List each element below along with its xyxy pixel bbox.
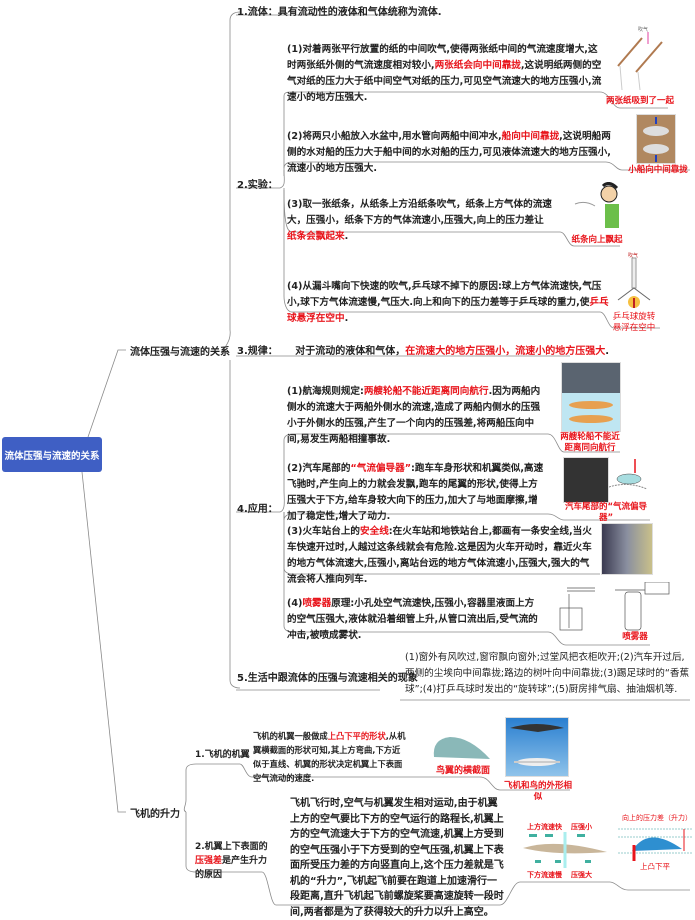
experiment-2[interactable]: (2)将两只小船放入水盆中,用水管向两船中间冲水,船向中间靠拢,这说明船两侧的水… bbox=[287, 129, 617, 177]
label: 下方流速慢 bbox=[527, 871, 562, 879]
text: . bbox=[344, 231, 349, 242]
highlight: 两艘轮船不能近距离同向航行 bbox=[363, 386, 489, 397]
text: (2)将两只小船放入水盆中,用水管向两船中间冲水, bbox=[287, 131, 502, 142]
experiment-4[interactable]: (4)从漏斗嘴向下快速的吹气,乒乓球不掉下的原因:球上方气体流速快,气压小,球下… bbox=[287, 279, 609, 327]
highlight: 安全线 bbox=[360, 526, 389, 537]
lift-explanation-text: 飞机飞行时,空气与机翼发生相对运动,由于机翼上方的空气要比下方的空气运行的路程长… bbox=[290, 798, 504, 918]
label: 3.规律： bbox=[237, 346, 278, 357]
caption: 两艘轮船不能近距离同向航行 bbox=[560, 432, 620, 453]
label: 压强大 bbox=[571, 871, 592, 879]
node-applications[interactable]: 4.应用： bbox=[237, 504, 278, 515]
ships-image bbox=[561, 362, 621, 432]
text: . bbox=[605, 346, 610, 357]
text: . bbox=[344, 313, 349, 324]
text: :跑车车身形状和机翼类似,高速飞驰时,产生向上的力就会发飘,跑车的尾翼的形状,使… bbox=[287, 463, 544, 522]
branch-fluid-pressure[interactable]: 流体压强与流速的关系 bbox=[130, 347, 230, 358]
highlight: 压强差 bbox=[195, 856, 223, 866]
experiment-1[interactable]: (1)对着两张平行放置的纸的中间吹气,使得两张纸中间的气流速度增大,这时两张纸外… bbox=[287, 42, 605, 106]
boy-blowing-image bbox=[573, 182, 623, 230]
text: (1)对着两张平行放置的纸的中间吹气,使得两张纸中间的气流速度增大,这时两张纸外… bbox=[287, 44, 598, 71]
root-node[interactable]: 流体压强与流速的关系 bbox=[2, 437, 102, 472]
caption: 小船向中间靠拢 bbox=[628, 165, 688, 175]
label: 2.机翼上下表面的 bbox=[195, 842, 268, 852]
lift-diagram: 向上的压力差（升力） 上凸下平 bbox=[618, 813, 692, 873]
label: 上凸下平 bbox=[640, 862, 670, 871]
label: 压强小 bbox=[571, 823, 592, 831]
label: 向上的压力差（升力） bbox=[622, 814, 692, 822]
highlight: 在流速大的地方压强小，流速小的地方压强大 bbox=[405, 346, 606, 357]
text: 飞机的机翼一般做成 bbox=[253, 731, 328, 741]
application-2[interactable]: (2)汽车尾部的“气流偏导器”:跑车车身形状和机翼类似,高速飞驰时,产生向上的力… bbox=[287, 461, 545, 525]
sprayer-diagram bbox=[555, 582, 685, 632]
application-4[interactable]: (4)喷雾器原理:小孔处空气流速快,压强小,容器里液面上方的空气压强大,液体就沿… bbox=[287, 596, 542, 644]
train-platform-image bbox=[601, 523, 653, 575]
caption: 鸟翼的横截面 bbox=[435, 766, 490, 776]
highlight: 两张纸会向中间靠拢 bbox=[434, 60, 521, 71]
text: (1)航海规则规定: bbox=[287, 386, 364, 397]
branch-airplane-lift[interactable]: 飞机的升力 bbox=[130, 809, 180, 820]
node-wing[interactable]: 1.飞机的机翼 bbox=[195, 750, 250, 760]
node-experiments[interactable]: 2.实验： bbox=[237, 180, 278, 191]
text: (4)从漏斗嘴向下快速的吹气,乒乓球不掉下的原因:球上方气体流速快,气压小,球下… bbox=[287, 281, 602, 308]
label: 是产生升力的原因 bbox=[195, 856, 268, 880]
text: ,从机翼横截面的形状可知,其上方弯曲,下方近似于直线、机翼的形状决定机翼上下表面… bbox=[253, 731, 406, 783]
experiment-3[interactable]: (3)取一张纸条，从纸条上方沿纸条吹气，纸条上方气体的流速大，压强小，纸条下方的… bbox=[287, 197, 552, 245]
label: 上方流速快 bbox=[527, 823, 562, 831]
paper-blowing-image: 吹气 bbox=[612, 26, 668, 92]
node-pressure-difference[interactable]: 2.机翼上下表面的压强差是产生升力的原因 bbox=[195, 840, 275, 882]
funnel-ball-image: 吹气 bbox=[614, 252, 654, 310]
boats-image bbox=[636, 114, 676, 164]
node-fluid-definition[interactable]: 1.流体：具有流动性的液体和气体统称为流体. bbox=[237, 7, 442, 18]
bird-airplane-image bbox=[505, 717, 569, 777]
wing-cross-section-image bbox=[430, 733, 492, 763]
image-label: 吹气 bbox=[628, 253, 639, 259]
caption: 喷雾器 bbox=[622, 632, 648, 642]
application-1[interactable]: (1)航海规则规定:两艘轮船不能近距离同向航行.因为两船内侧水的流速大于两船外侧… bbox=[287, 384, 543, 448]
wing-text[interactable]: 飞机的机翼一般做成上凸下平的形状,从机翼横截面的形状可知,其上方弯曲,下方近似于… bbox=[253, 729, 408, 785]
node-life-phenomena[interactable]: 5.生活中跟流体的压强与流速相关的现象 bbox=[237, 673, 418, 684]
highlight: 乒乓球悬浮在空中 bbox=[287, 297, 609, 324]
image-label: 吹气 bbox=[638, 27, 649, 33]
life-phenomena-text: (1)窗外有风吹过,窗帘飘向窗外;过堂风把衣柜吹开;(2)汽车开过后,两侧的尘埃… bbox=[405, 652, 690, 695]
text: 原理:小孔处空气流速快,压强小,容器里液面上方的空气压强大,液体就沿着细管上升,… bbox=[287, 598, 538, 641]
highlight: 喷雾器 bbox=[302, 598, 332, 609]
text: .因为两船内侧水的流速大于两船外侧水的流速,造成了两船内侧水的压强小于外侧水的压… bbox=[287, 386, 541, 445]
text: (3)火车站台上的 bbox=[287, 526, 361, 537]
text: :在火车站和地铁站台上,都画有一条安全线,当火车快速开过时,人越过这条线就会有危… bbox=[287, 526, 592, 585]
highlight: 船向中间靠拢 bbox=[501, 131, 560, 142]
airfoil-flow-diagram: 上方流速快 压强小 下方流速慢 压强大 bbox=[515, 818, 615, 882]
text: ,这说明纸两侧的空气对纸的压力大于纸中间空气对纸的压力,可见空气流速大的地方压强… bbox=[287, 60, 602, 103]
highlight: 纸条会飘起来 bbox=[287, 231, 345, 242]
sports-car-image bbox=[563, 457, 609, 503]
caption: 纸条向上飘起 bbox=[571, 235, 623, 245]
application-3[interactable]: (3)火车站台上的安全线:在火车站和地铁站台上,都画有一条安全线,当火车快速开过… bbox=[287, 524, 592, 588]
text: 对于流动的液体和气体， bbox=[295, 346, 406, 357]
text: ,这说明船两侧的水对船的压力大于船中间的水对船的压力,可见液体流速大的地方压强小… bbox=[287, 131, 611, 174]
highlight: 上凸下平的形状 bbox=[327, 731, 386, 741]
highlight: “气流偏导器” bbox=[350, 463, 412, 474]
caption: 汽车尾部的“气流偏导器” bbox=[564, 502, 648, 523]
spoiler-diagram bbox=[609, 457, 647, 497]
caption: 两张纸吸到了一起 bbox=[605, 96, 674, 106]
node-rule[interactable]: 3.规律： 对于流动的液体和气体，在流速大的地方压强小，流速小的地方压强大. bbox=[237, 342, 609, 357]
caption: 飞机和鸟的外形相似 bbox=[503, 781, 572, 802]
text: (3)取一张纸条，从纸条上方沿纸条吹气，纸条上方气体的流速大，压强小，纸条下方的… bbox=[287, 199, 552, 226]
caption: 乒乓球旋转悬浮在空中 bbox=[612, 312, 656, 333]
text: (4) bbox=[287, 598, 303, 609]
text: (2)汽车尾部的 bbox=[287, 463, 351, 474]
